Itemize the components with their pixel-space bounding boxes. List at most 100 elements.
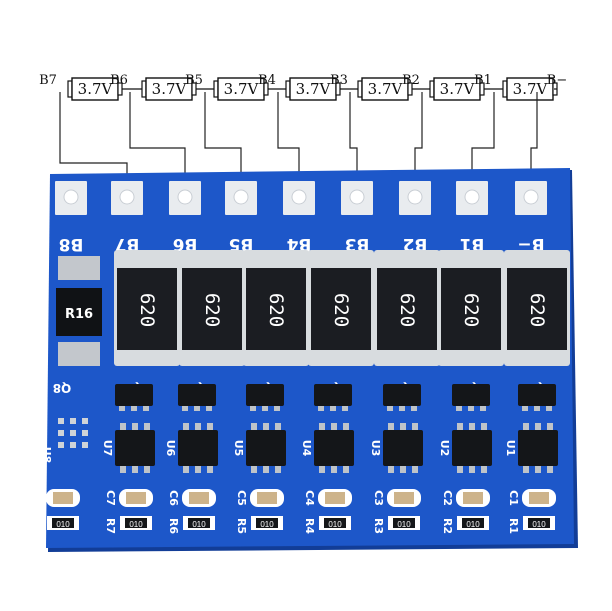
shunt-resistor — [246, 268, 306, 350]
capacitor — [189, 492, 209, 504]
mosfet-chip — [178, 384, 216, 406]
u-label: U2 — [438, 440, 451, 457]
chip-pin — [343, 466, 349, 473]
battery-voltage-label: 3.7V — [224, 80, 260, 98]
mosfet-chip — [452, 384, 490, 406]
r-label: R1 — [507, 518, 520, 534]
chip-pin — [318, 406, 324, 411]
small-resistor — [324, 518, 346, 528]
node-label: B2 — [402, 73, 420, 88]
pad-hole — [349, 189, 365, 205]
chip-pin — [481, 423, 487, 430]
small-resistor — [52, 518, 74, 528]
chip-pin — [468, 406, 474, 411]
lead-wire — [414, 92, 423, 190]
protection-ic — [246, 430, 286, 466]
u-label: U7 — [101, 440, 114, 457]
chip-pin — [206, 406, 212, 411]
u8-pad — [58, 430, 64, 436]
pad-label: B− — [517, 234, 544, 254]
u8-pad — [70, 430, 76, 436]
c-label: C3 — [372, 490, 385, 506]
pad-label: B5 — [229, 234, 254, 254]
chip-pin — [119, 406, 125, 411]
c-label: C8 — [31, 490, 44, 506]
pad-hole — [177, 189, 193, 205]
battery-voltage-label: 3.7V — [440, 80, 476, 98]
capacitor — [463, 492, 483, 504]
capacitor — [126, 492, 146, 504]
pad-hole — [407, 189, 423, 205]
c-label: C2 — [441, 490, 454, 506]
chip-pin — [412, 466, 418, 473]
chip-pin — [263, 466, 269, 473]
chip-pin — [143, 406, 149, 411]
small-resistor-code: 010 — [260, 520, 274, 529]
resistor-code: 620 — [330, 293, 352, 327]
u-label: U5 — [232, 440, 245, 457]
small-resistor — [393, 518, 415, 528]
chip-pin — [251, 423, 257, 430]
u8-pad — [58, 442, 64, 448]
chip-pin — [207, 423, 213, 430]
shunt-resistor — [441, 268, 501, 350]
protection-ic — [383, 430, 423, 466]
left-pad-top — [58, 256, 100, 280]
pad-label: B8 — [59, 234, 84, 254]
small-resistor — [188, 518, 210, 528]
chip-pin — [182, 406, 188, 411]
battery-voltage-label: 3.7V — [296, 80, 332, 98]
capacitor — [257, 492, 277, 504]
left-resistor-label: R16 — [65, 307, 93, 322]
chip-pin — [523, 466, 529, 473]
chip-pin — [195, 466, 201, 473]
lead-wire — [471, 92, 495, 190]
lead-wire — [204, 92, 242, 190]
u-label: U6 — [164, 440, 177, 457]
chip-pin — [331, 423, 337, 430]
r-label: R5 — [235, 518, 248, 534]
node-label: B5 — [185, 73, 203, 88]
node-label: B4 — [258, 73, 276, 88]
shunt-resistor — [311, 268, 371, 350]
chip-pin — [330, 406, 336, 411]
shunt-resistor — [182, 268, 242, 350]
node-label: B7 — [39, 73, 57, 88]
pad-label: B7 — [115, 234, 140, 254]
protection-ic — [314, 430, 354, 466]
chip-pin — [120, 423, 126, 430]
mosfet-chip — [246, 384, 284, 406]
small-resistor-code: 010 — [466, 520, 480, 529]
chip-pin — [131, 406, 137, 411]
chip-pin — [457, 466, 463, 473]
r-label: R8 — [31, 518, 44, 534]
r-label: R7 — [104, 518, 117, 534]
small-resistor — [256, 518, 278, 528]
small-resistor-code: 010 — [397, 520, 411, 529]
lead-wire — [277, 92, 300, 190]
mosfet-chip — [383, 384, 421, 406]
chip-pin — [183, 423, 189, 430]
u8-pad — [70, 418, 76, 424]
u8-pad — [58, 418, 64, 424]
battery-voltage-label: 3.7V — [513, 80, 549, 98]
u8-pad — [82, 442, 88, 448]
chip-pin — [207, 466, 213, 473]
chip-pin — [456, 406, 462, 411]
resistor-code: 620 — [460, 293, 482, 327]
chip-pin — [144, 423, 150, 430]
small-resistor — [462, 518, 484, 528]
chip-pin — [262, 406, 268, 411]
lead-wire — [349, 92, 358, 190]
c-label: C5 — [235, 490, 248, 506]
mosfet-chip — [518, 384, 556, 406]
u-label: U4 — [300, 440, 313, 457]
capacitor — [394, 492, 414, 504]
u-label: U3 — [369, 440, 382, 457]
chip-pin — [481, 466, 487, 473]
r-label: R4 — [303, 518, 316, 534]
pad-label: B3 — [345, 234, 370, 254]
